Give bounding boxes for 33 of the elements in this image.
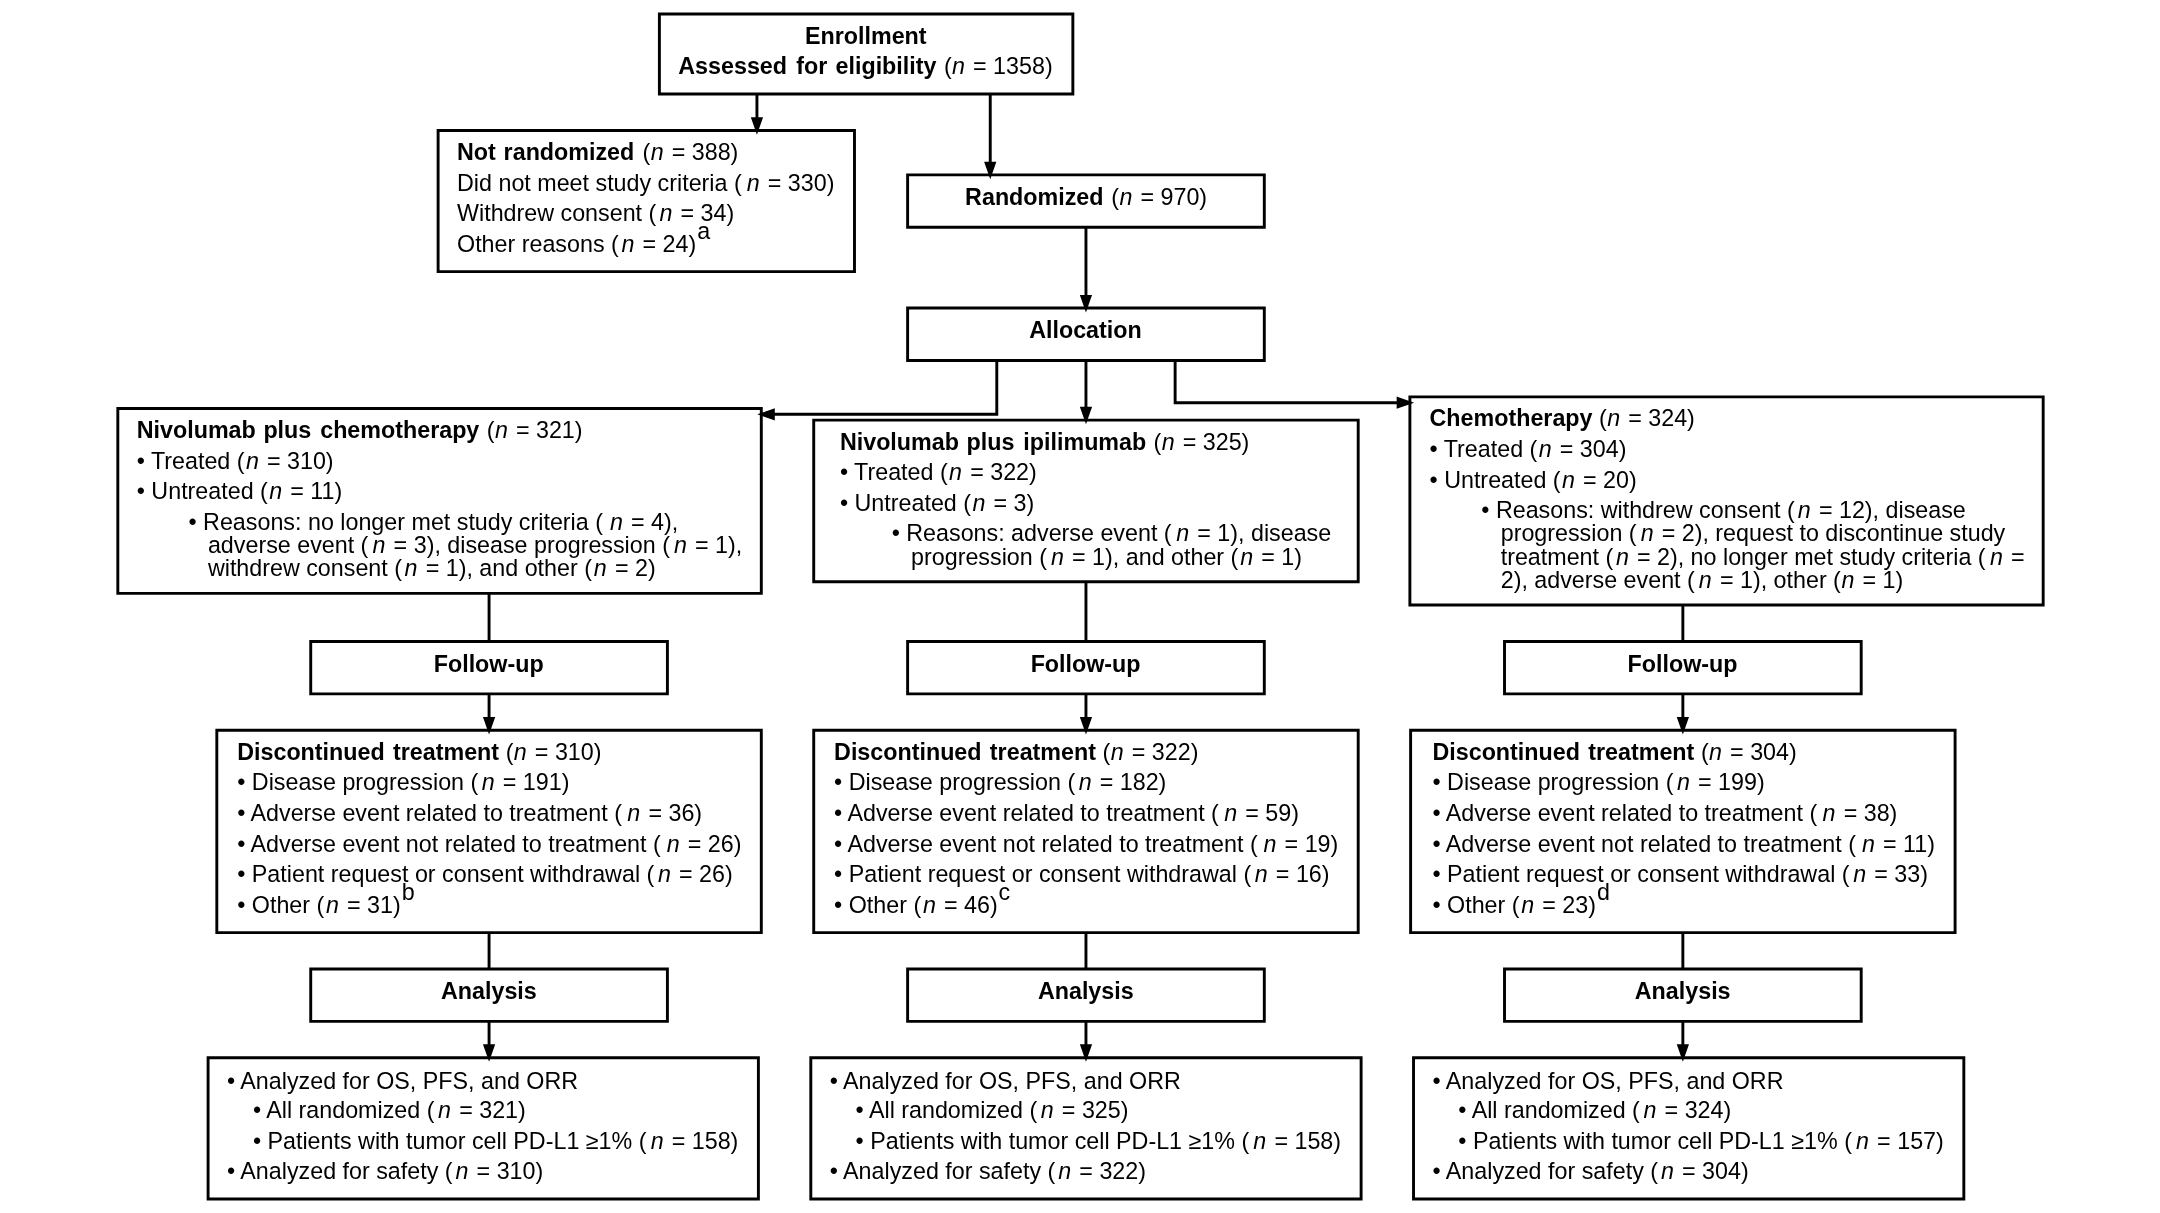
node-box: Analysis [308,967,669,1023]
node-box: Nivolumab plus chemotherapy (n = 321) • Treated (n = 310) • Untreated (n = 11) • Reasons: no longer met study criteria (n = 4), adverse event (n = 3), disease progression (n = 1), withdrew consent (n = 1), and other (n = 2) [115,407,763,595]
node-box: Allocation [905,306,1266,362]
connector [1084,932,1087,969]
arrow [1079,360,1092,425]
arrow [1079,1021,1092,1062]
node-box: Follow-up [308,640,669,696]
node-box: Chemotherapy (n = 324) • Treated (n = 304) • Untreated (n = 20) • Reasons: withdrew consent (n = 12), disease progression (n = 2), request to discontinue study treatment (n = 2), no longer met study criteria (n = 2), adverse event (n = 1), other (n = 1) [1407,395,2045,607]
node-box: Nivolumab plus ipilimumab (n = 325) • Treated (n = 322) • Untreated (n = 3) • Reasons: adverse event (n = 1), disease progression (n = 1), and other (n = 1) [811,418,1360,584]
arrow [1676,693,1689,735]
arrow [1079,693,1092,735]
node-box: Randomized (n = 970) [905,173,1266,229]
connector [1084,581,1087,642]
connector [1680,605,1684,641]
connector [487,593,490,641]
node-box: Analysis [1502,967,1863,1023]
arrow [482,1021,495,1062]
arrow [756,360,998,421]
connector [487,932,490,969]
node-box: Enrollment Assessed for eligibility (n = 1358) [657,12,1074,96]
node-box: • Analyzed for OS, PFS, and ORR • All randomized (n = 324) • Patients with tumor cell PD-L1 ≥1% (n = 157) • Analyzed for safety (n = 304) [1411,1056,1965,1201]
connector [1680,932,1684,969]
node-box: Analysis [905,967,1266,1023]
node-box: Follow-up [1502,640,1863,696]
node-box: • Analyzed for OS, PFS, and ORR • All randomized (n = 321) • Patients with tumor cell PD-L1 ≥1% (n = 158) • Analyzed for safety (n = 310) [206,1056,760,1201]
arrow [750,94,763,135]
arrow [1173,360,1414,409]
arrow [983,94,996,180]
node-box: Follow-up [905,640,1266,696]
arrow [1079,227,1092,313]
arrow [1676,1021,1689,1062]
arrow [482,693,495,735]
node-box: • Analyzed for OS, PFS, and ORR • All randomized (n = 325) • Patients with tumor cell PD-L1 ≥1% (n = 158) • Analyzed for safety (n = 322) [808,1056,1363,1201]
